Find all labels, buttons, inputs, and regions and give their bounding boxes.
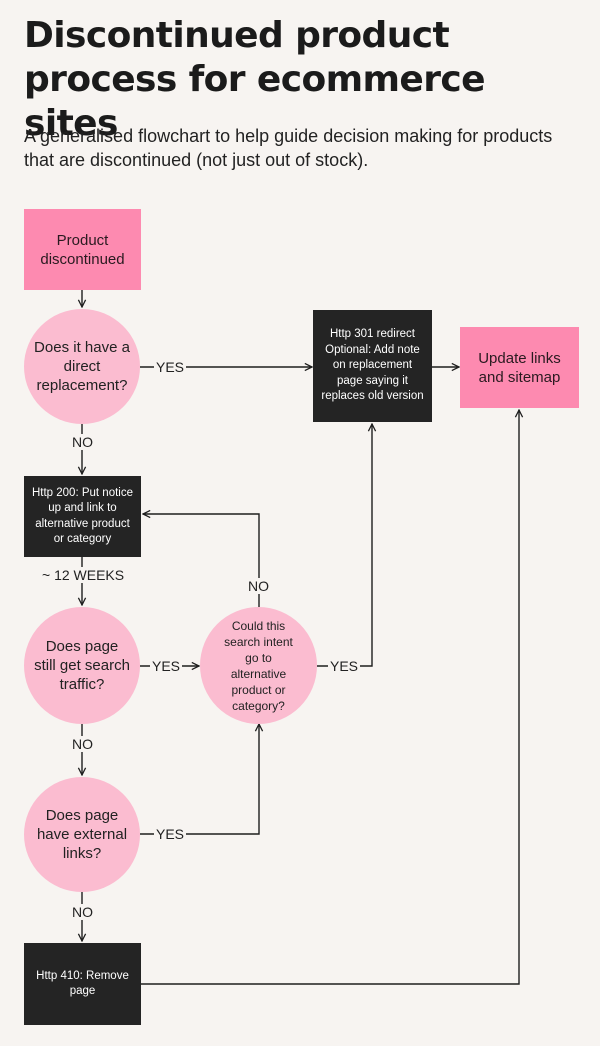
update-links-node: Update links and sitemap [460, 327, 579, 408]
direct-replacement-decision: Does it have a direct replacement? [24, 309, 140, 424]
search-intent-label: Could this search intent go to alternati… [224, 618, 293, 713]
edge-intent-yes-to-301 [317, 424, 372, 667]
yes-label-external: YES [154, 826, 187, 842]
edge-external-yes-to-intent [140, 724, 259, 835]
edge-410-to-update [141, 410, 519, 985]
update-links-label: Update links and sitemap [478, 349, 561, 386]
search-traffic-label: Does page still get search traffic? [34, 638, 130, 693]
yes-label-intent: YES [328, 658, 361, 674]
no-label-intent: NO [246, 578, 271, 594]
external-links-label: Does page have external links? [36, 807, 128, 862]
page-subtitle: A generalised flowchart to help guide de… [24, 126, 553, 170]
no-label-replacement: NO [70, 434, 95, 450]
http-410-node: Http 410: Remove page [24, 943, 141, 1025]
external-links-decision: Does page have external links? [24, 777, 140, 892]
yes-label-replacement: YES [154, 359, 187, 375]
edge-intent-no-to-200 [143, 514, 260, 607]
product-discontinued-node: Product discontinued [24, 209, 141, 290]
weeks-label: ~ 12 WEEKS [40, 567, 127, 583]
http-200-label: Http 200: Put notice up and link to alte… [31, 486, 133, 546]
search-traffic-decision: Does page still get search traffic? [24, 607, 140, 724]
http-410-label: Http 410: Remove page [36, 969, 129, 998]
http-301-label: Http 301 redirect Optional: Add note on … [321, 328, 424, 403]
http-200-node: Http 200: Put notice up and link to alte… [24, 476, 141, 557]
no-label-external: NO [70, 904, 95, 920]
direct-replacement-label: Does it have a direct replacement? [34, 339, 130, 394]
http-301-node: Http 301 redirect Optional: Add note on … [313, 310, 432, 422]
page-title: Discontinued product process for ecommer… [24, 15, 486, 144]
search-intent-decision: Could this search intent go to alternati… [200, 607, 317, 724]
product-discontinued-label: Product discontinued [40, 231, 125, 268]
no-label-traffic: NO [70, 736, 95, 752]
yes-label-traffic: YES [150, 658, 183, 674]
